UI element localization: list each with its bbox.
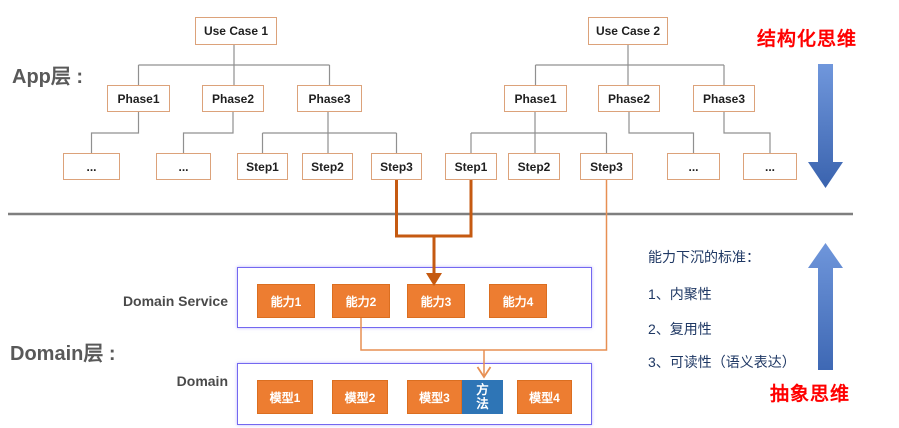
tree1-step3: Step3: [371, 153, 422, 180]
tree2-leaf-ellipsis-2: ...: [743, 153, 797, 180]
app-layer-label: App层 :: [12, 66, 84, 88]
tree1-step1: Step1: [237, 153, 288, 180]
domain-service-label: Domain Service: [122, 293, 228, 309]
method-box: 方法: [462, 380, 503, 414]
model-1-box: 模型1: [257, 380, 313, 414]
capability-3-box: 能力3: [407, 284, 465, 318]
tree1-phase2: Phase2: [202, 85, 264, 112]
domain-label: Domain: [176, 373, 228, 389]
tree2-phase2: Phase2: [598, 85, 660, 112]
capability-2-box: 能力2: [332, 284, 390, 318]
tree1-leaf-ellipsis-2: ...: [156, 153, 211, 180]
capability-1-box: 能力1: [257, 284, 315, 318]
tree2-step3: Step3: [580, 153, 633, 180]
tree1-leaf-ellipsis-1: ...: [63, 153, 120, 180]
tree2-step2: Step2: [508, 153, 560, 180]
tree2-phase1: Phase1: [504, 85, 567, 112]
tree2-step1: Step1: [445, 153, 497, 180]
model-4-box: 模型4: [517, 380, 572, 414]
structured-thinking-down-arrow: [808, 64, 843, 188]
tree2-root-use-case-2: Use Case 2: [588, 17, 668, 45]
abstract-thinking-label: 抽象思维: [770, 384, 851, 405]
tree1-phase1: Phase1: [107, 85, 170, 112]
criteria-item-3: 3、可读性（语义表达）: [648, 354, 796, 370]
method-box-label: 方法: [476, 383, 489, 411]
criteria-item-2: 2、复用性: [648, 321, 712, 337]
tree1-phase3: Phase3: [297, 85, 362, 112]
domain-layer-label: Domain层 :: [10, 343, 116, 365]
structured-thinking-label: 结构化思维: [757, 29, 858, 50]
tree2-phase3: Phase3: [693, 85, 755, 112]
capability-4-box: 能力4: [489, 284, 547, 318]
tree1-root-use-case-1: Use Case 1: [195, 17, 277, 45]
criteria-title: 能力下沉的标准：: [648, 249, 760, 265]
abstract-thinking-up-arrow: [808, 243, 843, 370]
tree1-step2: Step2: [302, 153, 353, 180]
tree2-leaf-ellipsis-1: ...: [667, 153, 720, 180]
model-2-box: 模型2: [332, 380, 388, 414]
criteria-item-1: 1、内聚性: [648, 286, 712, 302]
model-3-box: 模型3: [407, 380, 462, 414]
